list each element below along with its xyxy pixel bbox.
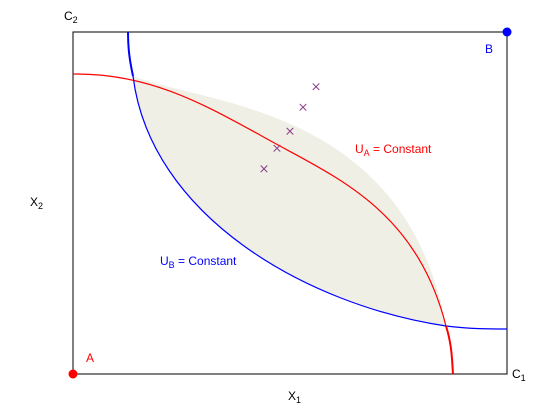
origin-b-label: B xyxy=(485,42,493,56)
contract-point-marker xyxy=(299,103,307,111)
contract-point-marker xyxy=(312,83,320,91)
ub-curve-label: UB = Constant xyxy=(160,254,237,270)
corner-label-c1: C1 xyxy=(512,367,526,383)
contract-point-marker xyxy=(286,127,294,135)
contract-curve-points xyxy=(260,83,320,173)
ua-curve-label: UA = Constant xyxy=(355,142,432,158)
contract-point-marker xyxy=(260,165,268,173)
edgeworth-box-frame xyxy=(72,31,508,375)
corner-label-c2: C2 xyxy=(64,9,78,25)
ub-upper-segment xyxy=(127,31,134,77)
contract-point-marker xyxy=(273,144,281,152)
ua-lower-segment xyxy=(445,325,454,375)
origin-b-marker xyxy=(502,27,512,37)
origin-a-label: A xyxy=(86,351,94,365)
x-axis-label: X1 xyxy=(288,389,301,405)
mutually-beneficial-region xyxy=(133,76,446,326)
origin-a-marker xyxy=(68,369,78,379)
y-axis-label: X2 xyxy=(30,195,43,211)
